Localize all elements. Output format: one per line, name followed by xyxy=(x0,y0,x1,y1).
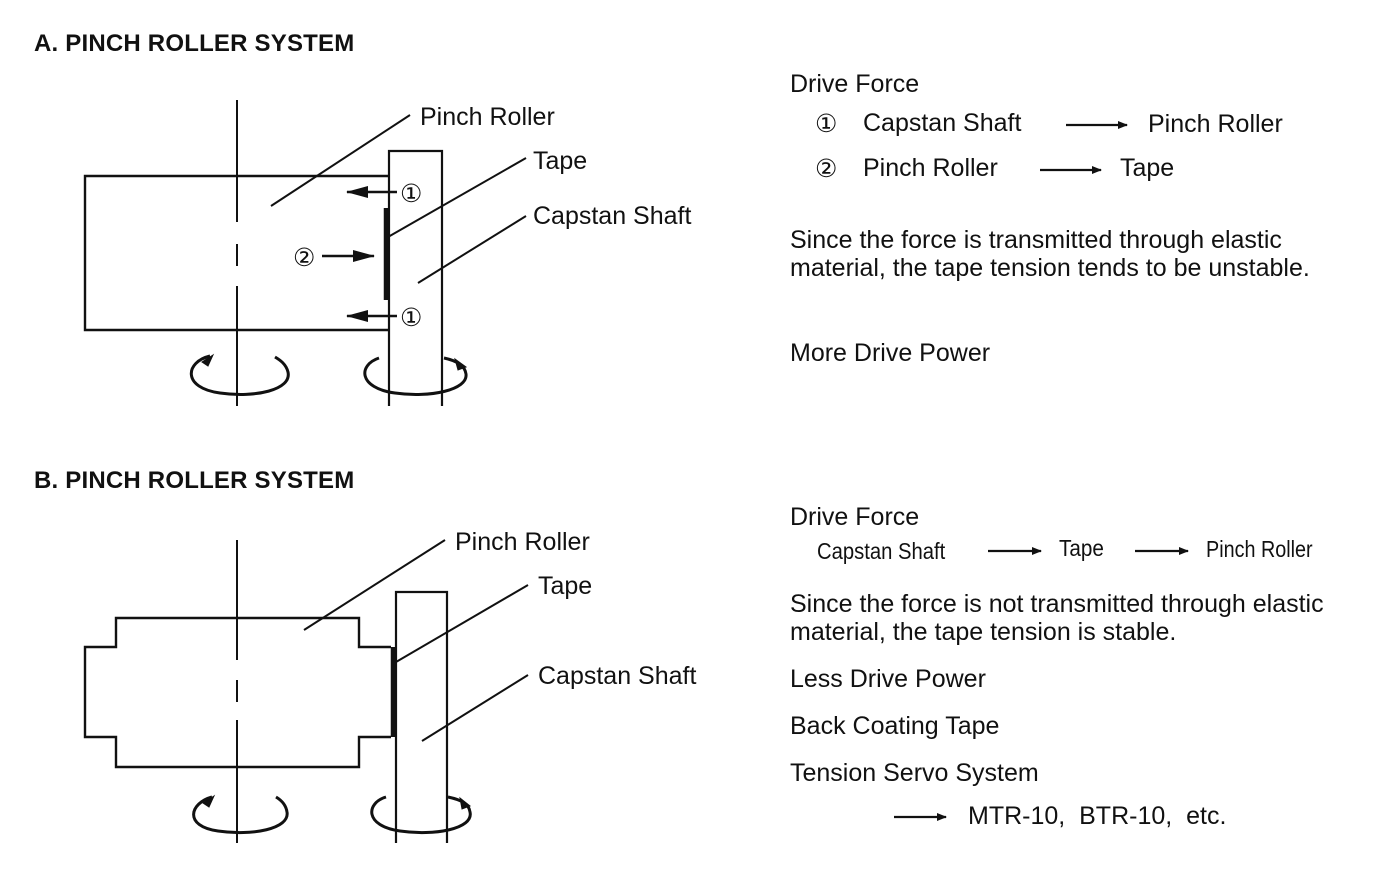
flow-a2-from: Pinch Roller xyxy=(863,154,998,182)
examples-b: MTR-10, BTR-10, etc. xyxy=(968,802,1227,830)
tape-note-b: Back Coating Tape xyxy=(790,712,1000,740)
marker-1-bottom: ① xyxy=(400,304,422,332)
flow-b-step-2: Tape xyxy=(1059,535,1104,561)
leader-capstan-a xyxy=(417,215,527,284)
power-note-b: Less Drive Power xyxy=(790,665,986,693)
rotation-arrow-capstan-b xyxy=(370,795,472,835)
label-tape-a: Tape xyxy=(533,147,587,175)
leader-capstan-b xyxy=(421,674,529,742)
marker-2: ② xyxy=(293,244,315,272)
capstan-shaft-b xyxy=(394,590,449,843)
power-note-a: More Drive Power xyxy=(790,339,991,367)
label-capstan-shaft-a: Capstan Shaft xyxy=(533,202,691,230)
flow-a2-marker: ② xyxy=(815,155,838,183)
rotation-arrow-roller-b xyxy=(192,795,289,835)
marker-1-top: ① xyxy=(400,180,422,208)
diagram-a xyxy=(83,100,527,406)
capstan-shaft-a xyxy=(387,149,444,406)
flow-b-step-3: Pinch Roller xyxy=(1206,536,1313,562)
leader-pinch-roller-a xyxy=(270,114,411,207)
section-a-title: A. PINCH ROLLER SYSTEM xyxy=(34,30,355,57)
label-pinch-roller-b: Pinch Roller xyxy=(455,528,590,556)
section-b-title: B. PINCH ROLLER SYSTEM xyxy=(34,467,355,494)
rotation-arrow-capstan-a xyxy=(363,356,468,396)
drive-force-heading-b: Drive Force xyxy=(790,503,920,531)
flow-a1-marker: ① xyxy=(815,110,838,138)
leader-pinch-roller-b xyxy=(303,539,446,631)
flow-b-step-1: Capstan Shaft xyxy=(817,538,946,564)
pinch-roller-body-b xyxy=(83,616,391,769)
rotation-arrow-roller-a xyxy=(189,354,290,396)
leader-tape-a xyxy=(387,157,527,238)
flow-a1-from: Capstan Shaft xyxy=(863,109,1022,137)
diagram-b xyxy=(83,539,529,843)
servo-note-b: Tension Servo System xyxy=(790,759,1039,787)
flow-a2-to: Tape xyxy=(1120,154,1175,182)
drive-force-heading-a: Drive Force xyxy=(790,70,920,98)
paragraph-a: Since the force is transmitted through e… xyxy=(790,226,1310,282)
paragraph-b: Since the force is not transmitted throu… xyxy=(790,590,1324,646)
flow-a1-to: Pinch Roller xyxy=(1148,110,1283,138)
leader-tape-b xyxy=(395,584,529,663)
label-pinch-roller-a: Pinch Roller xyxy=(420,103,555,131)
label-tape-b: Tape xyxy=(538,572,592,600)
label-capstan-shaft-b: Capstan Shaft xyxy=(538,662,696,690)
